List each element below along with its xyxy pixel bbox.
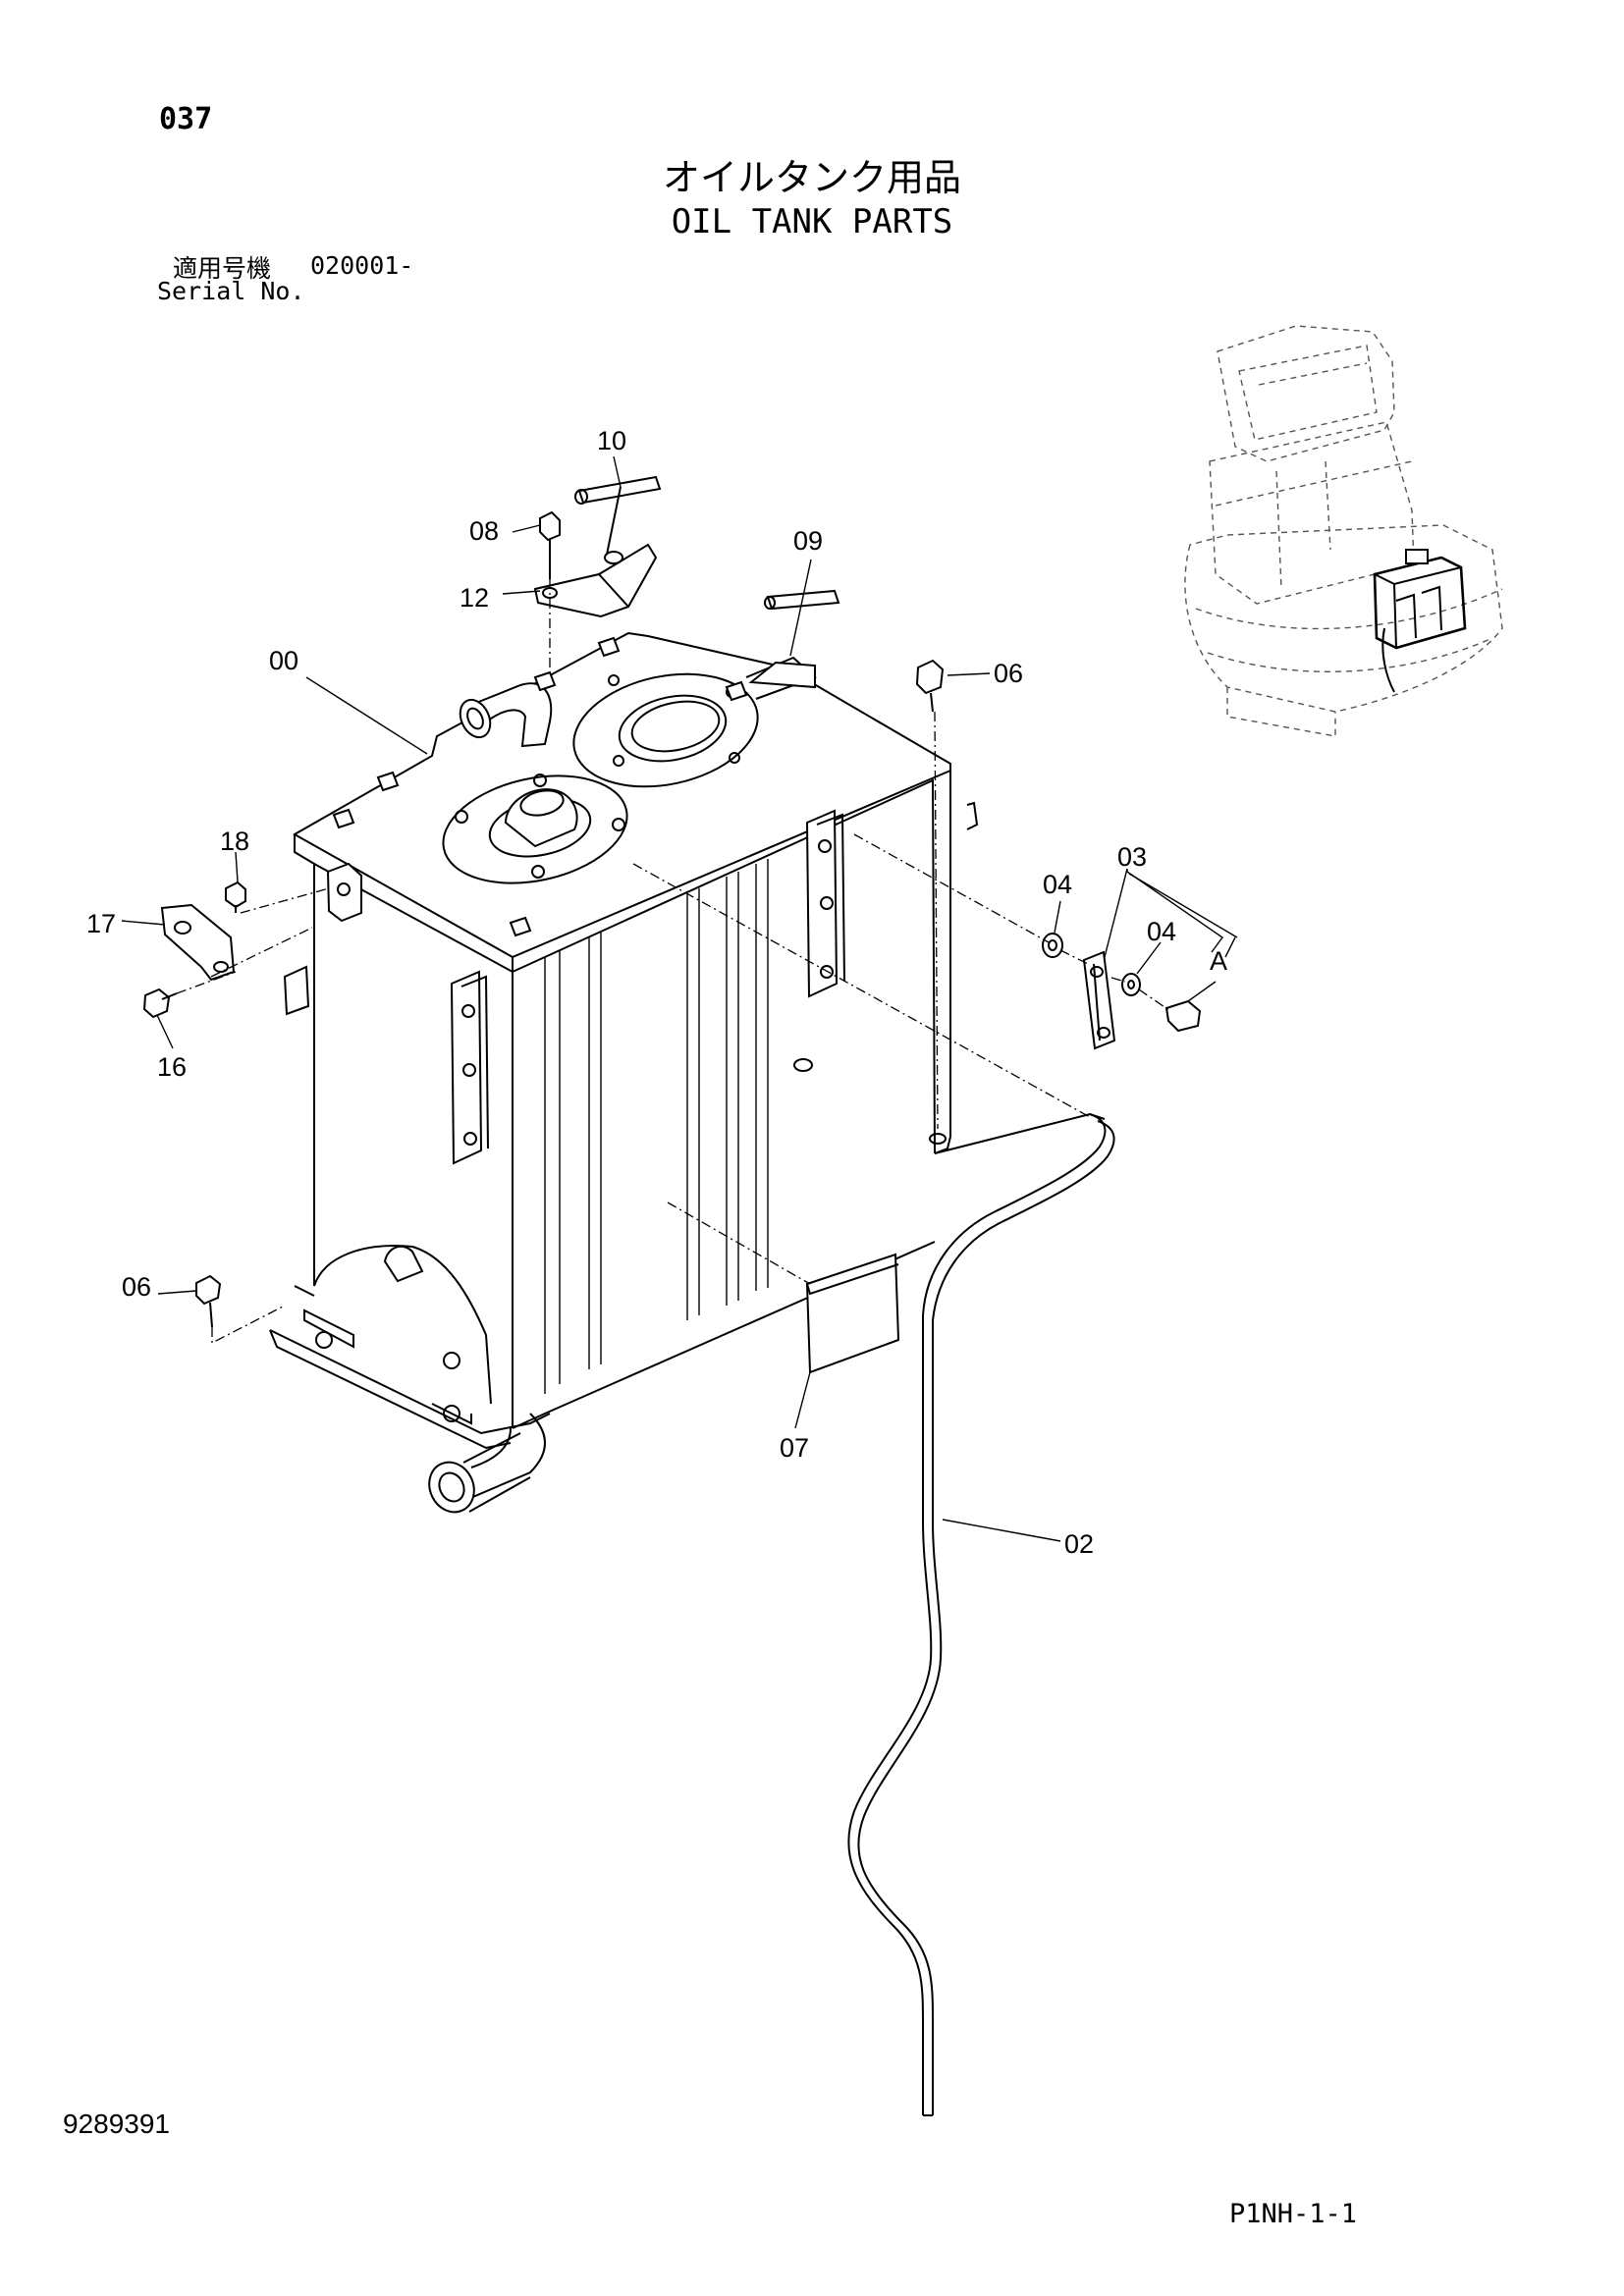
- callout-00: 00: [269, 646, 298, 675]
- callout-04-right: 04: [1147, 917, 1176, 946]
- tank-to-pad-line: [667, 1201, 811, 1285]
- machine-locator-sketch: [1184, 325, 1503, 737]
- drawing-number: 9289391: [63, 2109, 171, 2139]
- bolt-06-bottom: [195, 1274, 286, 1345]
- callout-03: 03: [1117, 842, 1147, 872]
- part-02-tube: [847, 1113, 1115, 2116]
- callout-09: 09: [793, 526, 823, 556]
- serial-label-japanese: 適用号機: [173, 254, 272, 283]
- left-bracket-parts: [142, 881, 330, 1019]
- serial-label-english: Serial No.: [157, 277, 305, 305]
- oil-tank-body: [269, 631, 1106, 1514]
- callout-07: 07: [780, 1433, 809, 1463]
- part-07-pad-edge: [806, 1263, 899, 1296]
- callout-02: 02: [1064, 1529, 1094, 1559]
- callout-a: A: [1210, 946, 1227, 976]
- callout-04-left: 04: [1043, 870, 1072, 899]
- top-clamp-assembly: [533, 475, 662, 667]
- callout-leaders: [121, 455, 1238, 1542]
- right-bracket-parts: [853, 833, 1202, 1050]
- part-09-pad: [766, 589, 840, 611]
- page-number: 037: [159, 102, 213, 136]
- callout-08: 08: [469, 516, 499, 546]
- page-title-english: OIL TANK PARTS: [671, 202, 953, 241]
- part-09-location-arrow: [748, 661, 816, 689]
- bolt-06-top: [915, 659, 945, 1130]
- page-title-japanese: オイルタンク用品: [662, 156, 961, 199]
- callout-06-top: 06: [994, 659, 1023, 688]
- side-brackets: [283, 809, 947, 1165]
- callout-18: 18: [220, 827, 249, 856]
- cap-to-tube-line: [632, 863, 1091, 1118]
- callout-16: 16: [157, 1052, 187, 1082]
- callout-10: 10: [597, 426, 626, 455]
- part-07-pad: [805, 1253, 900, 1374]
- page-code: P1NH-1-1: [1229, 2199, 1358, 2229]
- callout-17: 17: [86, 909, 116, 938]
- callout-06-bottom: 06: [122, 1272, 151, 1302]
- callout-12: 12: [460, 583, 489, 613]
- part-09-end: [764, 596, 776, 610]
- serial-number-value: 020001-: [310, 251, 414, 280]
- tank-top-fittings: [332, 636, 979, 937]
